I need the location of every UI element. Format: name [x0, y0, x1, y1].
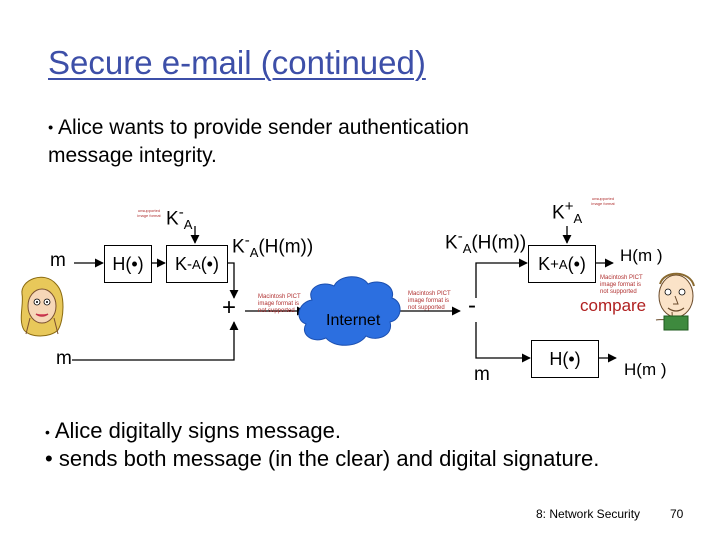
verify-base: K — [538, 253, 551, 274]
intro-text: • Alice wants to provide sender authenti… — [48, 114, 469, 170]
compare-label: compare — [580, 296, 647, 315]
sig-base: K — [232, 236, 245, 258]
intro-line-1: Alice wants to provide sender authentica… — [57, 116, 469, 139]
key-base: K — [552, 202, 565, 224]
sign-arg: (•) — [200, 253, 219, 274]
minus-operator: - — [468, 292, 476, 319]
arrow-sign-to-plus — [226, 262, 239, 299]
bullet-2: • sends both message (in the clear) and … — [45, 446, 599, 472]
plus-operator: + — [222, 294, 237, 321]
signature-label: K-A(H(m)) — [232, 232, 313, 260]
key-right-note: unsupported image format — [591, 196, 615, 206]
message-m-bottom-label: m — [56, 348, 72, 369]
internet-cloud — [298, 276, 401, 346]
pict-placeholder-1: Macintosh PICT image format is not suppo… — [258, 294, 301, 314]
bullet-1-text: Alice digitally signs message. — [54, 418, 341, 443]
sig-sup: - — [457, 228, 463, 245]
bullet-marker: • — [45, 424, 50, 441]
verify-sub: A — [558, 256, 568, 272]
verify-arg: (•) — [567, 253, 586, 274]
sig-sub: A — [249, 245, 259, 261]
alice-avatar — [20, 276, 64, 337]
internet-label: Internet — [326, 312, 381, 329]
sig-arg: (H(m)) — [471, 232, 527, 254]
bullet-2-text: sends both message (in the clear) and di… — [58, 446, 600, 471]
pict-placeholder-2: Macintosh PICT image format is not suppo… — [408, 291, 451, 311]
sig-arg: (H(m)) — [258, 236, 314, 258]
key-base: K — [166, 208, 179, 230]
verify-box: K+A(•) — [528, 245, 596, 283]
sig-base: K — [445, 232, 458, 254]
intro-line-2: message integrity. — [48, 144, 217, 168]
signature-label-received: K-A(H(m)) — [445, 228, 526, 256]
key-sub: A — [183, 217, 193, 233]
sig-sup: - — [244, 232, 250, 249]
arrow-minus-to-hash — [475, 322, 531, 363]
hash-box: H(•) — [104, 245, 152, 283]
verify-sup: + — [550, 255, 559, 273]
key-sup: + — [564, 198, 574, 215]
message-m-label: m — [50, 250, 66, 271]
sign-sub: A — [192, 256, 201, 272]
public-key-label: K+A — [552, 198, 582, 226]
page-number: 70 — [670, 507, 684, 521]
sign-box: K-A(•) — [166, 245, 228, 283]
hash-box-receiver: H(•) — [531, 340, 599, 378]
hash-result-bottom: H(m ) — [624, 360, 667, 379]
footer-text: 8: Network Security — [536, 507, 641, 521]
pict-placeholder-3: Macintosh PICT image format is not suppo… — [600, 275, 643, 295]
key-sup: - — [178, 204, 184, 221]
private-key-label: K-A — [166, 204, 192, 232]
sig-sub: A — [462, 241, 472, 257]
sign-base: K — [175, 253, 188, 274]
key-left-note: unsupported image format — [137, 208, 161, 218]
arrow-m-to-plus — [72, 321, 239, 361]
bob-avatar — [655, 272, 695, 331]
sign-sup: - — [187, 255, 193, 273]
bullet-marker: • — [45, 446, 53, 471]
hash-result-top: H(m ) — [620, 246, 663, 265]
bullet-1: • Alice digitally signs message. — [45, 418, 341, 444]
page-title: Secure e-mail (continued) — [48, 44, 426, 81]
key-sub: A — [573, 211, 583, 227]
arrow-minus-to-verify — [475, 258, 528, 298]
intro-bullet: • — [48, 119, 54, 137]
message-m-received-label: m — [474, 364, 490, 385]
